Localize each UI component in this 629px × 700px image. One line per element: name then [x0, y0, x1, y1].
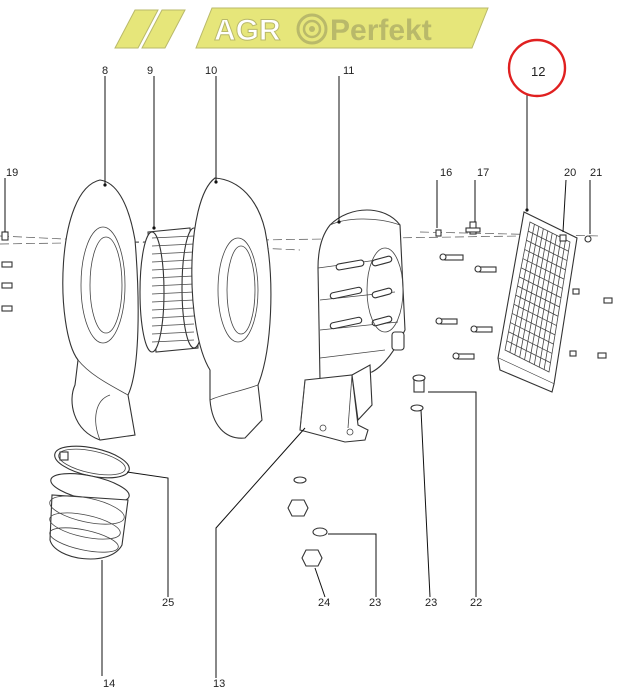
filter-mesh-line — [511, 313, 556, 336]
callout-10: 10 — [205, 65, 217, 77]
impeller-blade — [151, 283, 195, 287]
callout-23-right: 23 — [425, 597, 437, 609]
screw-left-a — [1, 261, 13, 268]
fastener-group — [1, 221, 613, 567]
filter-mesh-line — [510, 322, 554, 345]
hose-connector-part — [49, 473, 130, 560]
callout-21: 21 — [590, 167, 602, 179]
callout-labels: 8 9 10 11 12 19 16 17 20 21 25 24 23 23 … — [6, 64, 602, 690]
impeller-blade — [151, 307, 195, 311]
filter-mesh-line — [506, 340, 551, 364]
bolt-d — [470, 325, 493, 333]
brand-logo: AGR Perfekt — [114, 7, 489, 49]
screw-right-d — [597, 352, 607, 359]
screw-21 — [584, 235, 592, 243]
callout-17: 17 — [477, 167, 489, 179]
impeller-blade — [151, 323, 195, 327]
filter-mesh-line — [520, 267, 563, 289]
callout-9: 9 — [147, 65, 153, 77]
impeller-blade — [151, 251, 195, 255]
nut-washer-22 — [410, 374, 426, 412]
logo-target-icon — [296, 13, 328, 45]
rear-housing-part — [191, 177, 272, 439]
callout-13: 13 — [213, 678, 225, 690]
bolt-c — [435, 317, 458, 325]
bolt-a — [439, 253, 464, 261]
impeller-blade — [151, 315, 195, 319]
screw-left-c — [1, 305, 13, 312]
logo-text-left: AGR — [214, 14, 281, 47]
filter-mesh-line — [528, 230, 569, 252]
front-housing-part — [62, 179, 139, 441]
screw-right-a — [572, 288, 580, 295]
highlight-circle — [507, 38, 567, 98]
impeller-blade — [151, 275, 195, 279]
callout-20: 20 — [564, 167, 576, 179]
callout-11: 11 — [343, 65, 354, 77]
callout-14: 14 — [103, 678, 115, 690]
filter-part — [497, 211, 578, 393]
washer-23-a — [312, 527, 328, 537]
filter-mesh-line — [522, 258, 565, 280]
filter-mesh-line — [513, 303, 557, 326]
filter-mesh-line — [519, 276, 562, 299]
impeller-blade — [151, 235, 195, 239]
mounting-bracket-part — [299, 364, 373, 443]
callout-22: 22 — [470, 597, 482, 609]
impeller-blade — [151, 243, 195, 247]
callout-8: 8 — [102, 65, 108, 77]
callout-19: 19 — [6, 167, 18, 179]
screw-19 — [1, 231, 9, 241]
center-axis-line-3 — [419, 231, 601, 237]
filter-mesh-line — [515, 294, 559, 317]
impeller-blade — [151, 339, 195, 343]
logo-text-right: Perfekt — [330, 14, 432, 47]
bolt-b — [474, 265, 497, 273]
nut-24 — [301, 549, 323, 567]
washer-upper — [293, 476, 307, 484]
screw-right-c — [569, 350, 577, 357]
screw-17 — [465, 221, 481, 235]
nut-upper — [287, 499, 309, 517]
callout-25: 25 — [162, 597, 174, 609]
screw-right-b — [603, 297, 613, 304]
filter-mesh-line — [517, 285, 560, 308]
filter-mesh-line — [524, 249, 566, 271]
screw-16 — [435, 229, 442, 237]
impeller-blade — [151, 299, 195, 303]
callout-24: 24 — [318, 597, 330, 609]
screw-20 — [559, 234, 567, 242]
callout-23-left: 23 — [369, 597, 381, 609]
callout-12: 12 — [531, 64, 545, 79]
screw-left-b — [1, 282, 13, 289]
impeller-blade — [151, 259, 195, 263]
callout-16: 16 — [440, 167, 452, 179]
impeller-blade — [151, 291, 195, 295]
heater-element-part — [317, 209, 406, 381]
leader-lines — [4, 76, 591, 678]
filter-mesh-line — [526, 239, 568, 261]
bolt-e — [452, 352, 475, 360]
filter-mesh-line — [508, 331, 553, 354]
impeller-blade — [151, 331, 195, 335]
impeller-blade — [151, 267, 195, 271]
